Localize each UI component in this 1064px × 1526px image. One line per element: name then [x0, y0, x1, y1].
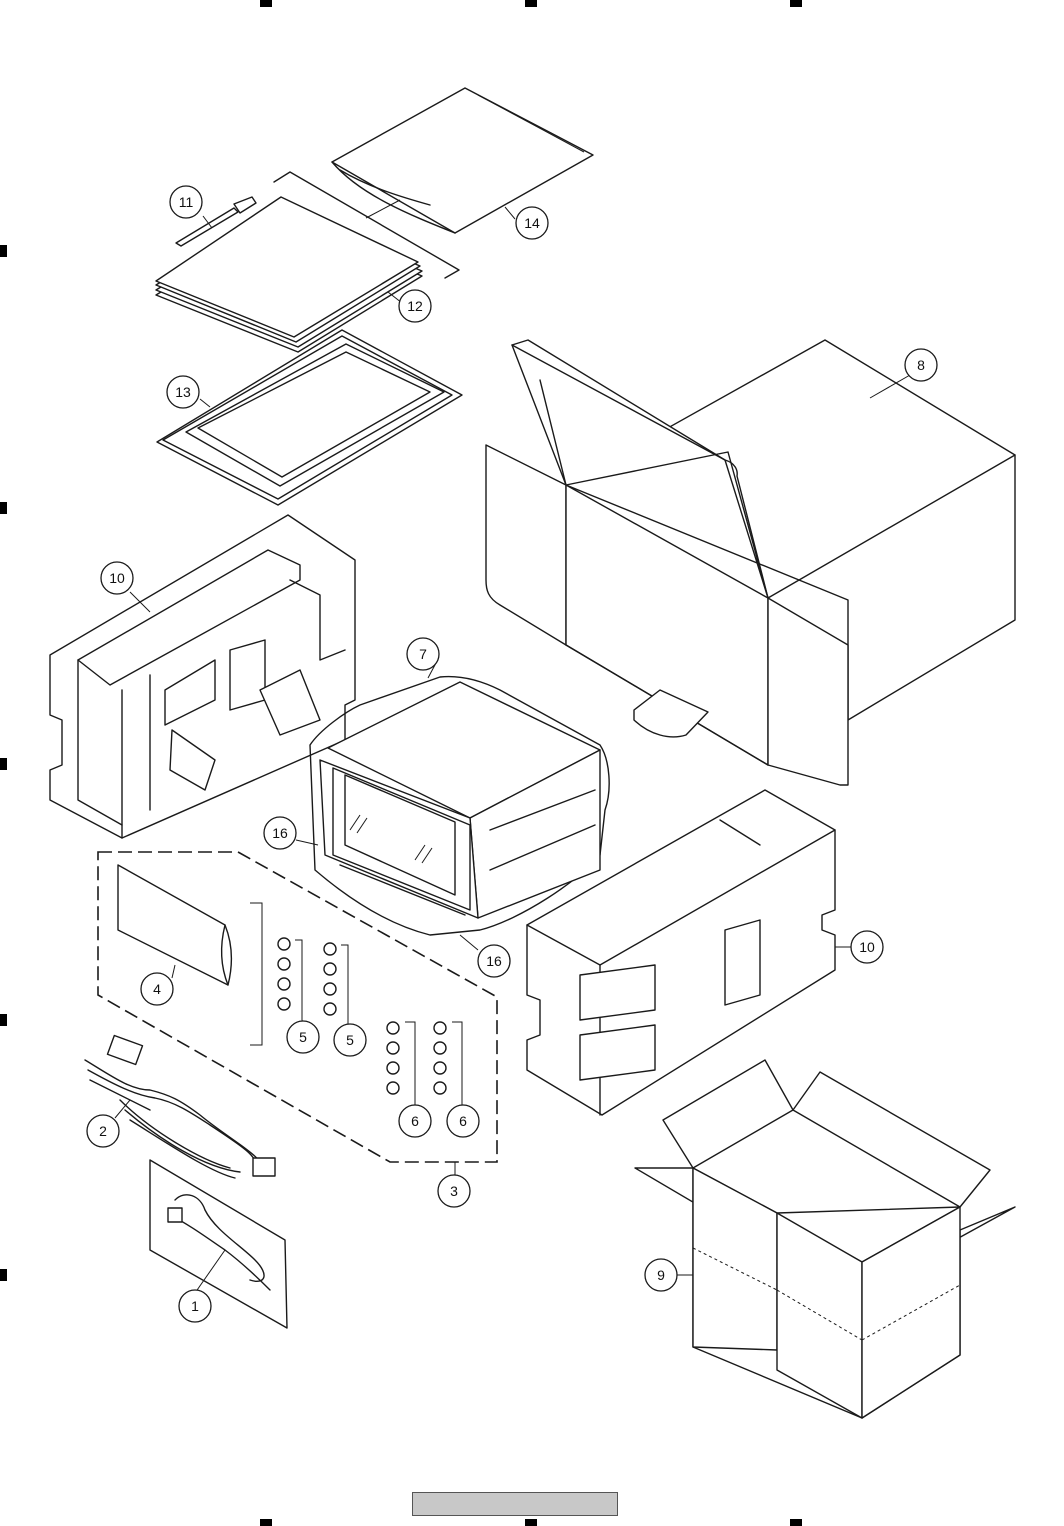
callout-2: 2 — [87, 1115, 119, 1147]
callout-label: 8 — [917, 357, 925, 373]
head-unit-part — [320, 682, 600, 918]
callout-1: 1 — [179, 1290, 211, 1322]
callout-label: 16 — [486, 953, 502, 969]
callout-label: 16 — [272, 825, 288, 841]
wiring-harness-part — [85, 1035, 275, 1178]
callout-5a: 5 — [287, 1021, 319, 1053]
callout-label: 13 — [175, 384, 191, 400]
callout-13: 13 — [167, 376, 199, 408]
callout-16a: 16 — [264, 817, 296, 849]
callout-8: 8 — [905, 349, 937, 381]
callout-7: 7 — [407, 638, 439, 670]
callout-label: 10 — [109, 570, 125, 586]
callout-6a: 6 — [399, 1105, 431, 1137]
callout-6b: 6 — [447, 1105, 479, 1137]
callout-5b: 5 — [334, 1024, 366, 1056]
callout-label: 6 — [411, 1113, 419, 1129]
callout-label: 10 — [859, 939, 875, 955]
cable-bag-part — [150, 1160, 287, 1328]
callout-label: 12 — [407, 298, 423, 314]
screen-sheet-part — [157, 330, 462, 505]
callout-11: 11 — [170, 186, 202, 218]
callout-label: 9 — [657, 1267, 665, 1283]
callout-label: 3 — [450, 1183, 458, 1199]
callout-12: 12 — [399, 290, 431, 322]
callout-4: 4 — [141, 973, 173, 1005]
callout-label: 2 — [99, 1123, 107, 1139]
callout-10b: 10 — [851, 931, 883, 963]
callout-10a: 10 — [101, 562, 133, 594]
callout-9: 9 — [645, 1259, 677, 1291]
screw-set-6 — [387, 1022, 462, 1100]
foam-cushion-left-part — [50, 515, 355, 838]
outer-carton-part — [486, 340, 1015, 785]
callout-label: 7 — [419, 646, 427, 662]
callout-label: 11 — [179, 194, 194, 210]
callout-label: 14 — [524, 215, 540, 231]
footer-bar — [412, 1492, 618, 1516]
inner-carton-part — [635, 1060, 1015, 1418]
polybag-part — [332, 88, 593, 233]
callout-3: 3 — [438, 1175, 470, 1207]
callout-label: 4 — [153, 981, 161, 997]
callout-label: 5 — [346, 1032, 354, 1048]
callout-14: 14 — [516, 207, 548, 239]
callout-label: 6 — [459, 1113, 467, 1129]
callout-16b: 16 — [478, 945, 510, 977]
callout-label: 5 — [299, 1029, 307, 1045]
callout-label: 1 — [191, 1298, 199, 1314]
